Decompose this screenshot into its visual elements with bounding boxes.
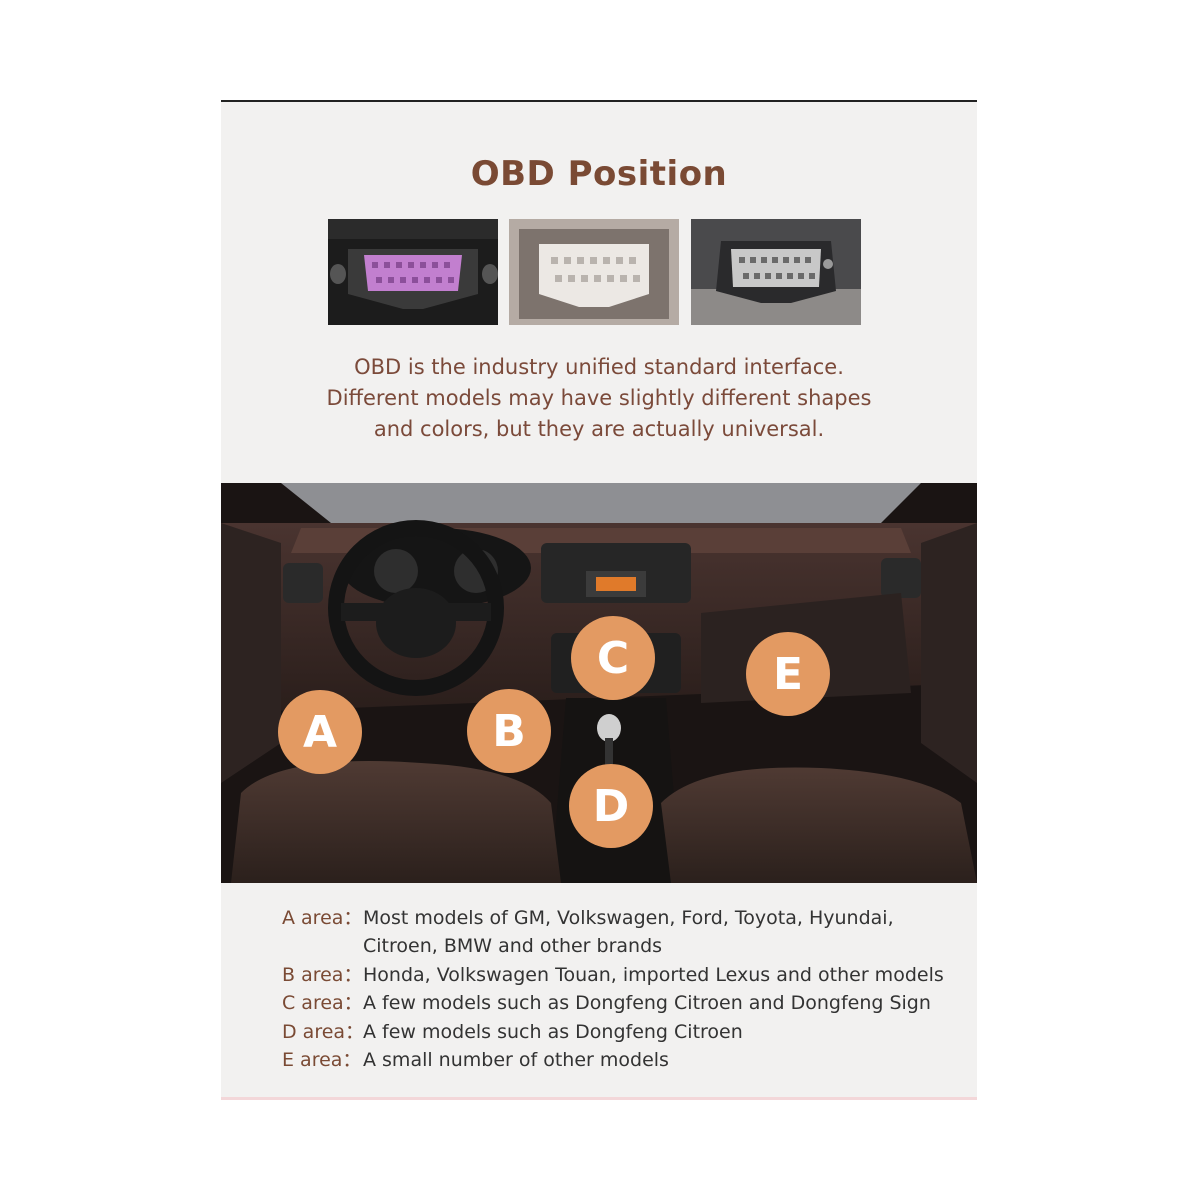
legend-label: D area： <box>282 1020 365 1043</box>
area-legend: A area： Most models of GM, Volkswagen, F… <box>282 904 944 1074</box>
legend-row-d: D area： A few models such as Dongfeng Ci… <box>282 1018 944 1046</box>
area-e-marker: E <box>746 632 830 716</box>
area-b-marker: B <box>467 689 551 773</box>
obd-position-panel: OBD Position <box>221 100 977 1100</box>
legend-row-a-continued: Citroen, BMW and other brands <box>282 932 944 960</box>
legend-label: B area： <box>282 963 363 986</box>
legend-label: E area： <box>282 1049 362 1072</box>
area-c-marker: C <box>571 616 655 700</box>
legend-text: Citroen, BMW and other brands <box>363 935 663 958</box>
legend-row-e: E area： A small number of other models <box>282 1046 944 1074</box>
legend-text: A few models such as Dongfeng Citroen <box>363 1020 743 1043</box>
legend-row-c: C area： A few models such as Dongfeng Ci… <box>282 989 944 1017</box>
car-interior-image: A B C D E <box>221 483 977 883</box>
legend-row-b: B area： Honda, Volkswagen Touan, importe… <box>282 961 944 989</box>
legend-label: A area： <box>282 907 363 929</box>
legend-text: Most models of GM, Volkswagen, Ford, Toy… <box>363 907 894 929</box>
page-title: OBD Position <box>470 154 728 194</box>
area-d-marker: D <box>569 764 653 848</box>
legend-text: Honda, Volkswagen Touan, imported Lexus … <box>363 963 944 986</box>
legend-label: C area： <box>282 992 363 1015</box>
obd-connector-photo-grey <box>691 219 861 325</box>
description-line: Different models may have slightly diffe… <box>326 386 872 410</box>
legend-text: A few models such as Dongfeng Citroen an… <box>363 992 931 1015</box>
area-a-marker: A <box>278 690 362 774</box>
obd-connector-photo-white <box>509 219 679 325</box>
description-line: OBD is the industry unified standard int… <box>354 355 844 379</box>
description-line: and colors, but they are actually univer… <box>373 417 825 441</box>
legend-row-a: A area： Most models of GM, Volkswagen, F… <box>282 904 944 932</box>
description: OBD is the industry unified standard int… <box>221 352 977 445</box>
legend-text: A small number of other models <box>363 1049 669 1072</box>
obd-connector-photo-purple <box>328 219 498 325</box>
bottom-divider <box>221 1097 977 1100</box>
